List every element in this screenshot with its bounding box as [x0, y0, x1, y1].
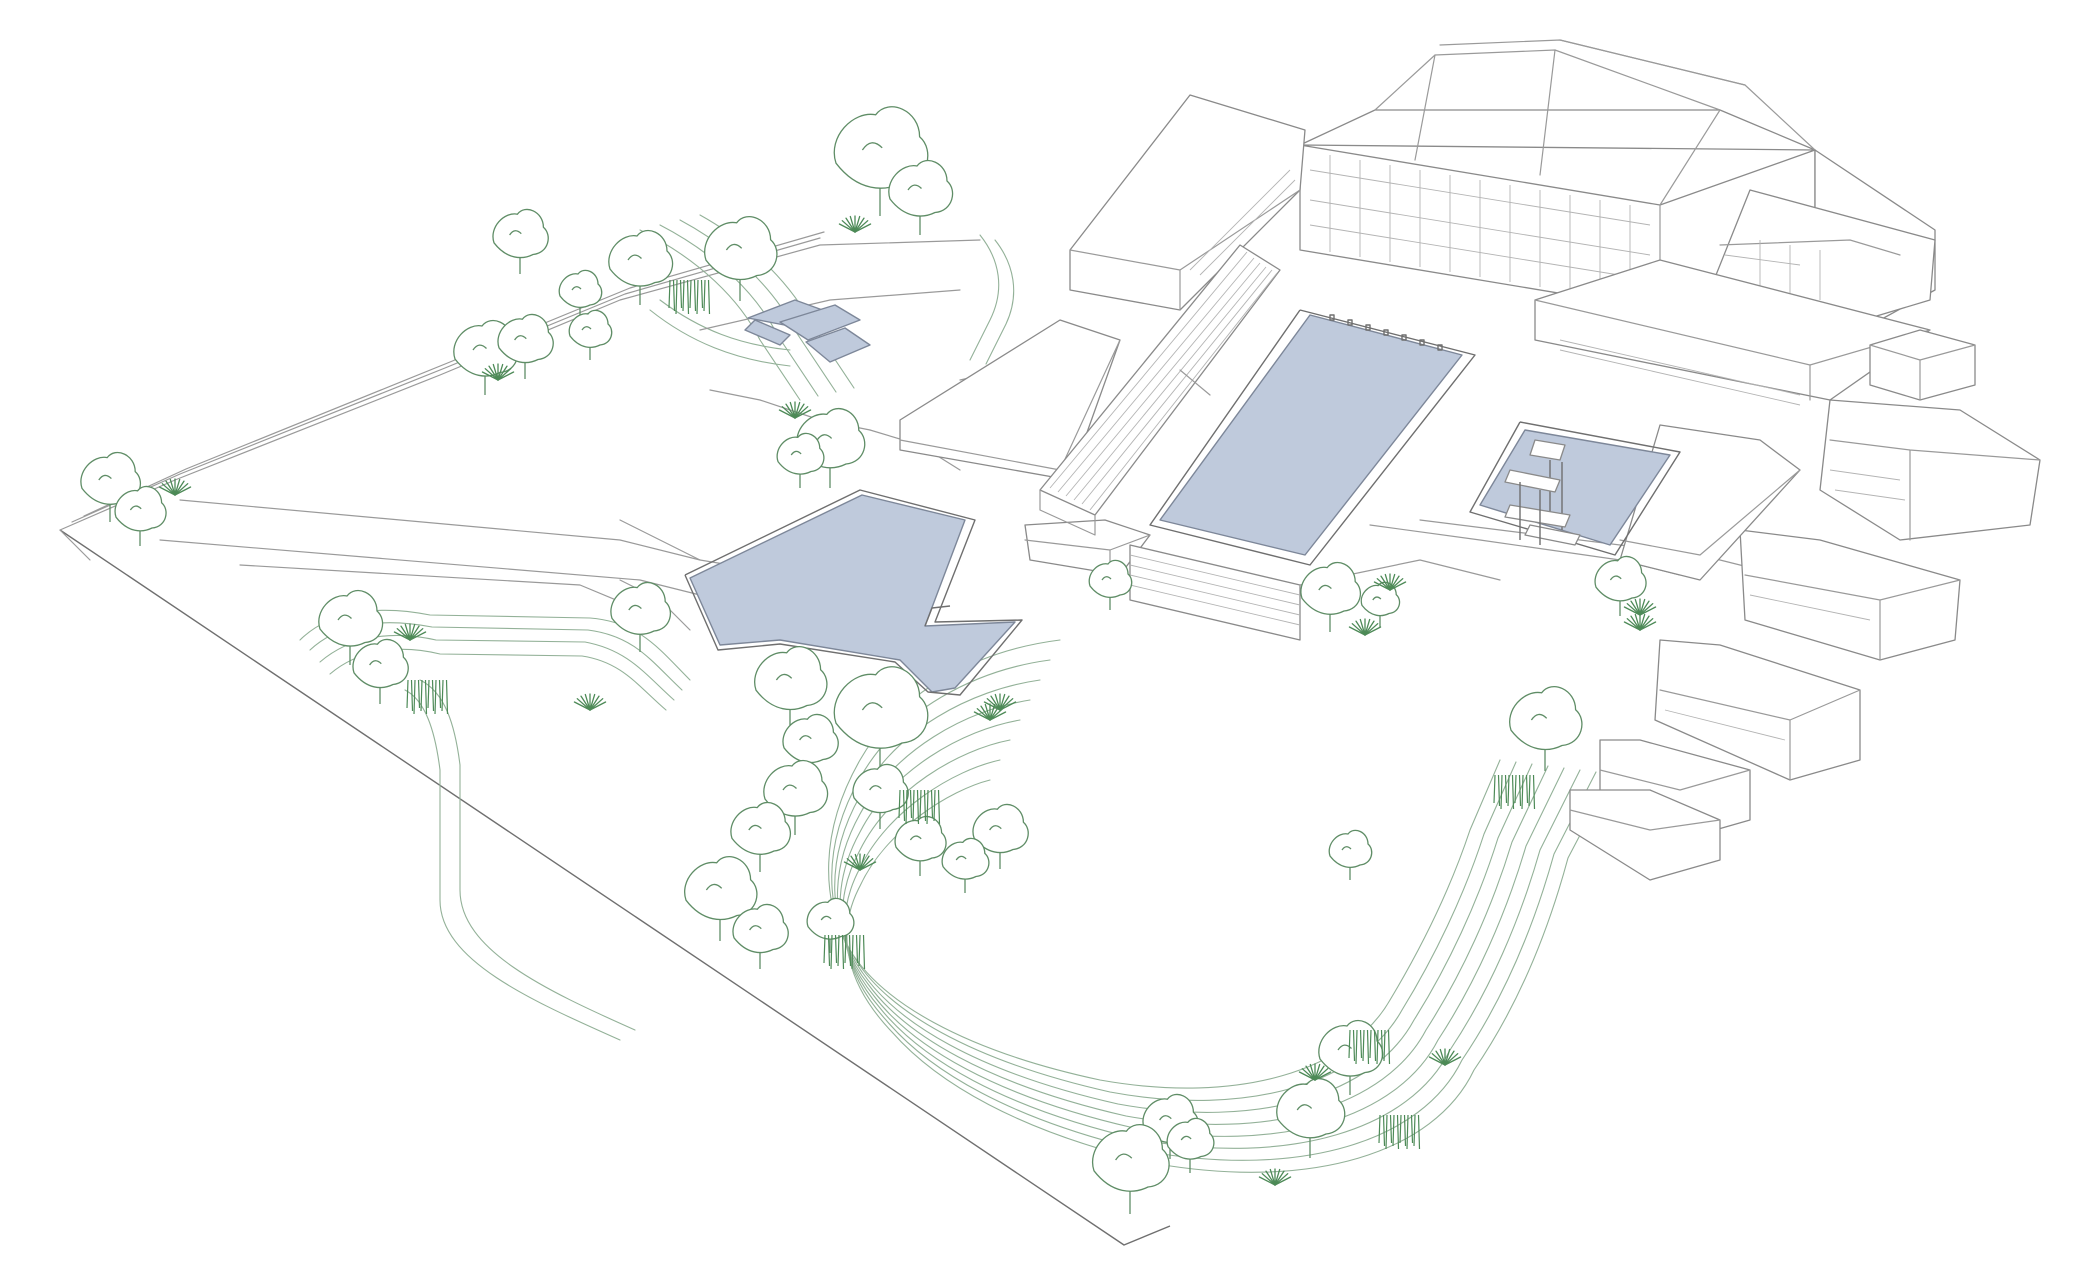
grass-icon [393, 623, 427, 641]
tree-icon [754, 646, 828, 731]
tree-icon [972, 803, 1029, 869]
reed-icon [1493, 774, 1536, 810]
tree-icon [318, 590, 384, 665]
tree-icon [1300, 562, 1362, 632]
tree-icon [776, 432, 825, 488]
grass-icon [1348, 618, 1382, 636]
grass-icon [838, 215, 872, 233]
tree-icon [1509, 686, 1583, 771]
tree-icon [352, 638, 409, 704]
grass-icon [1298, 1063, 1332, 1081]
reed-patches [406, 279, 1536, 1150]
grass-icon [481, 363, 515, 381]
grass-icon [158, 478, 192, 496]
free-form-leisure-pool [684, 489, 1023, 696]
starting-blocks [1329, 314, 1443, 351]
tree-icon [1276, 1078, 1346, 1158]
grass-icon [1373, 573, 1407, 591]
small-childrens-pools [744, 299, 871, 363]
grass-icon [1258, 1168, 1292, 1186]
tree-icon [1091, 1124, 1170, 1214]
grass-icon [973, 703, 1007, 721]
reed-icon [668, 279, 711, 315]
grass-icon [573, 693, 607, 711]
reed-icon [1378, 1114, 1421, 1150]
tree-icon [1360, 581, 1401, 627]
tree-icon [941, 837, 990, 893]
tree-icon [732, 903, 789, 969]
tree-icon [1328, 829, 1373, 880]
tree-icon [497, 313, 554, 379]
tree-icon [852, 763, 909, 829]
tree-icon [1594, 555, 1647, 616]
grass-icon [778, 401, 812, 419]
reed-icon [898, 789, 941, 825]
tree-icon [1088, 559, 1133, 610]
tree-icon [894, 815, 947, 876]
tree-icon [833, 666, 929, 776]
diving-pool [1469, 421, 1681, 556]
grass-icon [1623, 613, 1657, 631]
grandstand-seating [1039, 244, 1501, 641]
tree-icon [610, 582, 672, 652]
reed-icon [406, 679, 449, 715]
tree-icon [568, 309, 613, 360]
tree-icon [730, 802, 792, 872]
tree-icon [608, 230, 674, 305]
reed-icon [1348, 1029, 1391, 1065]
tree-icon [1166, 1117, 1215, 1173]
tree-icon [888, 160, 954, 235]
tree-icon [114, 485, 167, 546]
tree-icon [492, 208, 549, 274]
diving-platform-tower [1504, 439, 1581, 546]
grass-icon [1623, 598, 1657, 616]
tree-icon [684, 856, 758, 941]
main-lap-pool [1149, 309, 1476, 566]
grass-clumps [158, 215, 1657, 1186]
reed-icon [823, 934, 866, 970]
trees [80, 106, 1647, 1214]
tree-icon [763, 760, 829, 835]
grass-icon [843, 853, 877, 871]
grass-icon [1428, 1048, 1462, 1066]
tree-icon [704, 216, 778, 301]
grass-icon [983, 693, 1017, 711]
tree-icon [1318, 1020, 1384, 1095]
tree-icon [80, 452, 142, 522]
main-building-block [899, 39, 2041, 881]
